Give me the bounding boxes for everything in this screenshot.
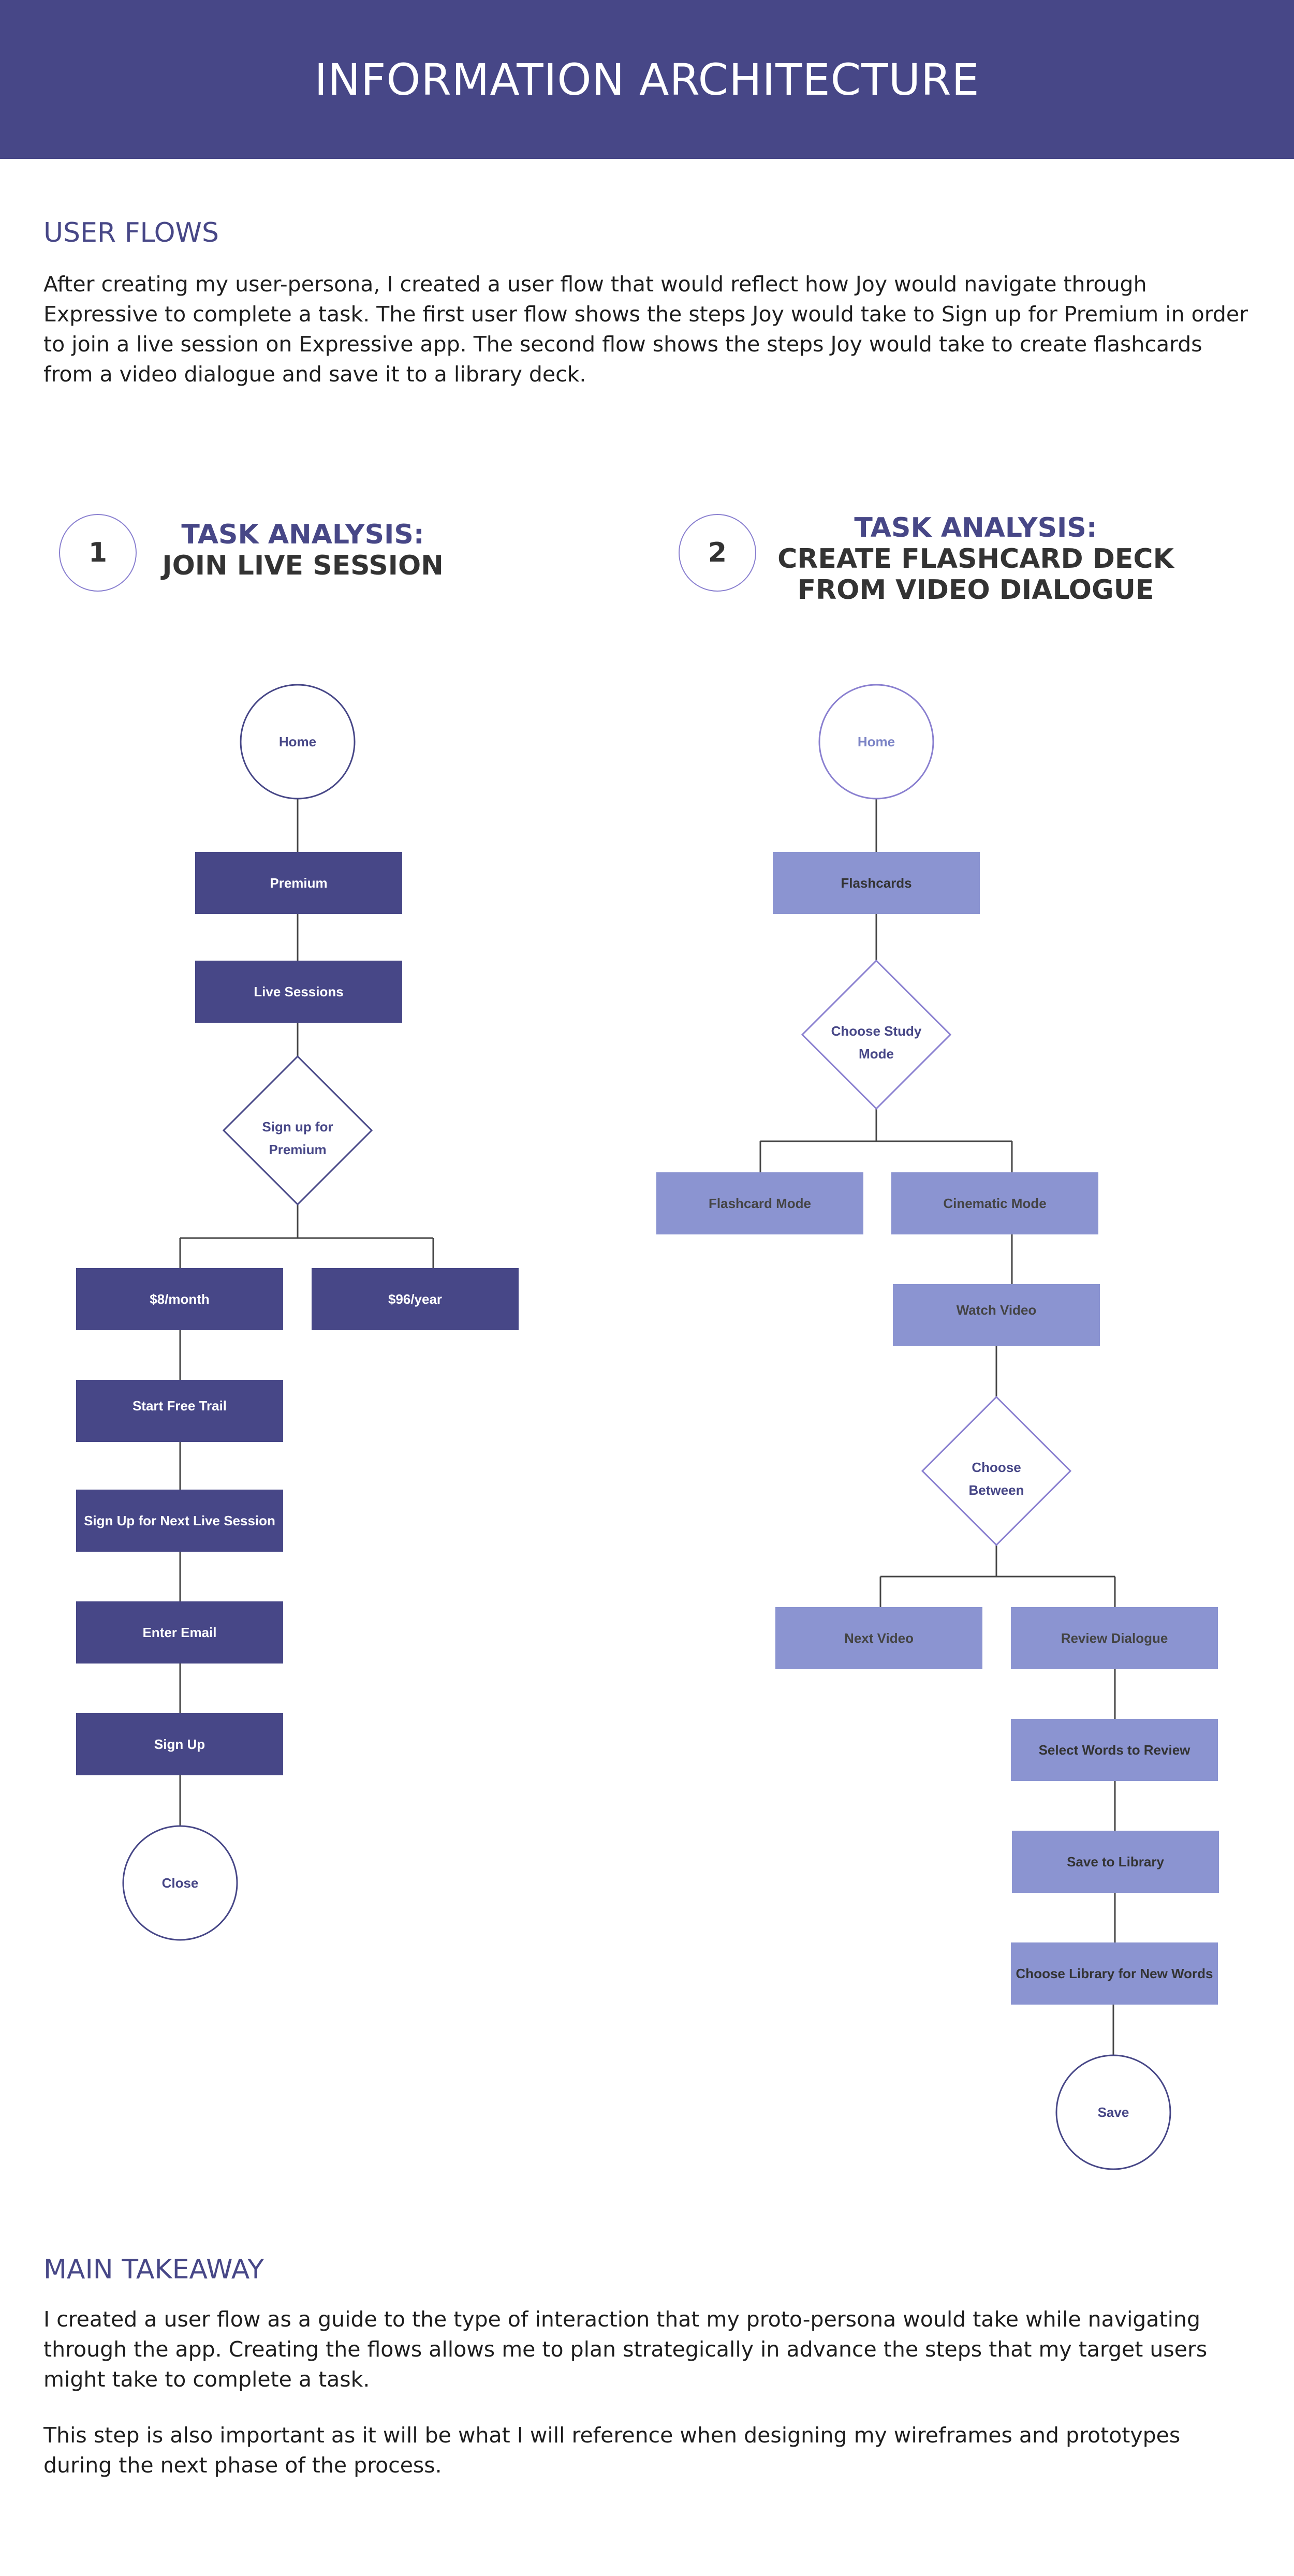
task1-connectors: [179, 799, 434, 1826]
svg-text:Between: Between: [969, 1482, 1024, 1498]
svg-text:Next Video: Next Video: [844, 1630, 914, 1646]
task2-title: TASK ANALYSIS: CREATE FLASHCARD DECK FRO…: [771, 512, 1180, 606]
task1-monthly-node: $8/month: [76, 1268, 283, 1330]
task2-home-node: Home: [818, 684, 934, 800]
svg-text:Select Words to Review: Select Words to Review: [1039, 1742, 1191, 1758]
task1-yearly-node: $96/year: [312, 1268, 519, 1330]
task2-review-dialogue-node: Review Dialogue: [1011, 1607, 1218, 1669]
svg-text:Mode: Mode: [859, 1046, 894, 1062]
svg-text:Start Free Trail: Start Free Trail: [133, 1398, 227, 1414]
task2-select-words-node: Select Words to Review: [1011, 1719, 1218, 1781]
task2-watch-video-node: Watch Video: [893, 1284, 1100, 1346]
page-title: INFORMATION ARCHITECTURE: [314, 54, 980, 105]
task2-flashcard-mode-node: Flashcard Mode: [656, 1172, 863, 1234]
task1-home-node: Home: [240, 684, 356, 800]
task1-sign-up-node: Sign Up: [76, 1713, 283, 1775]
svg-text:$96/year: $96/year: [388, 1291, 442, 1307]
svg-text:Live Sessions: Live Sessions: [254, 984, 343, 999]
task2-connectors: [759, 799, 1116, 2055]
task2-cinematic-mode-node: Cinematic Mode: [891, 1172, 1098, 1234]
task1-title-line2: JOIN LIVE SESSION: [162, 550, 444, 581]
task2-choose-between-decision: Choose Between: [921, 1395, 1072, 1547]
page-header: INFORMATION ARCHITECTURE: [0, 0, 1294, 159]
svg-text:Save: Save: [1098, 2104, 1129, 2120]
task1-title: TASK ANALYSIS: JOIN LIVE SESSION: [150, 519, 455, 581]
svg-text:Enter Email: Enter Email: [142, 1625, 216, 1640]
task1-live-sessions-node: Live Sessions: [195, 961, 402, 1023]
task2-number-badge: 2: [679, 514, 756, 592]
svg-text:$8/month: $8/month: [150, 1291, 210, 1307]
takeaway-heading: MAIN TAKEAWAY: [43, 2254, 264, 2285]
task1-next-session-node: Sign Up for Next Live Session: [76, 1490, 283, 1552]
task2-title-line3: FROM VIDEO DIALOGUE: [797, 575, 1154, 606]
task1-sign-up-premium-decision: Sign up for Premium: [222, 1055, 373, 1206]
svg-text:Watch Video: Watch Video: [957, 1302, 1037, 1318]
user-flows-description: After creating my user-persona, I create…: [43, 272, 1248, 387]
takeaway-paragraph-2: This step is also important as it will b…: [43, 2423, 1181, 2478]
task2-study-mode-decision: Choose Study Mode: [801, 959, 952, 1110]
svg-text:Home: Home: [858, 734, 895, 749]
takeaway-paragraph-1: I created a user flow as a guide to the …: [43, 2307, 1208, 2392]
svg-text:Flashcard Mode: Flashcard Mode: [709, 1196, 811, 1211]
task1-title-line1: TASK ANALYSIS:: [181, 519, 424, 550]
task2-flashcards-node: Flashcards: [773, 852, 980, 914]
svg-text:Cinematic Mode: Cinematic Mode: [943, 1196, 1046, 1211]
svg-text:Review Dialogue: Review Dialogue: [1061, 1630, 1168, 1646]
task2-title-line2: CREATE FLASHCARD DECK: [777, 543, 1174, 575]
task1-close-node: Close: [122, 1825, 238, 1941]
svg-text:Close: Close: [162, 1875, 199, 1891]
svg-text:Save to Library: Save to Library: [1067, 1854, 1164, 1870]
svg-text:Premium: Premium: [270, 875, 327, 891]
task1-free-trail-node: Start Free Trail: [76, 1380, 283, 1442]
task2-save-node: Save: [1055, 2054, 1171, 2170]
svg-text:Flashcards: Flashcards: [841, 875, 911, 891]
svg-text:Choose Study: Choose Study: [831, 1023, 922, 1039]
task2-title-line1: TASK ANALYSIS:: [854, 512, 1097, 543]
svg-text:Sign up for: Sign up for: [262, 1119, 333, 1135]
task1-enter-email-node: Enter Email: [76, 1601, 283, 1664]
task1-premium-node: Premium: [195, 852, 402, 914]
task2-choose-library-node: Choose Library for New Words: [1011, 1942, 1218, 2005]
svg-text:Sign Up for Next Live Session: Sign Up for Next Live Session: [84, 1513, 275, 1528]
svg-text:Choose Library for New Words: Choose Library for New Words: [1016, 1966, 1213, 1981]
user-flows-heading: USER FLOWS: [43, 217, 219, 248]
svg-text:Sign Up: Sign Up: [154, 1736, 205, 1752]
svg-text:Premium: Premium: [269, 1142, 326, 1157]
svg-text:Choose: Choose: [972, 1460, 1021, 1475]
task1-number-badge: 1: [59, 514, 137, 592]
task2-next-video-node: Next Video: [775, 1607, 982, 1669]
svg-text:Home: Home: [279, 734, 316, 749]
task2-save-library-node: Save to Library: [1012, 1831, 1219, 1893]
